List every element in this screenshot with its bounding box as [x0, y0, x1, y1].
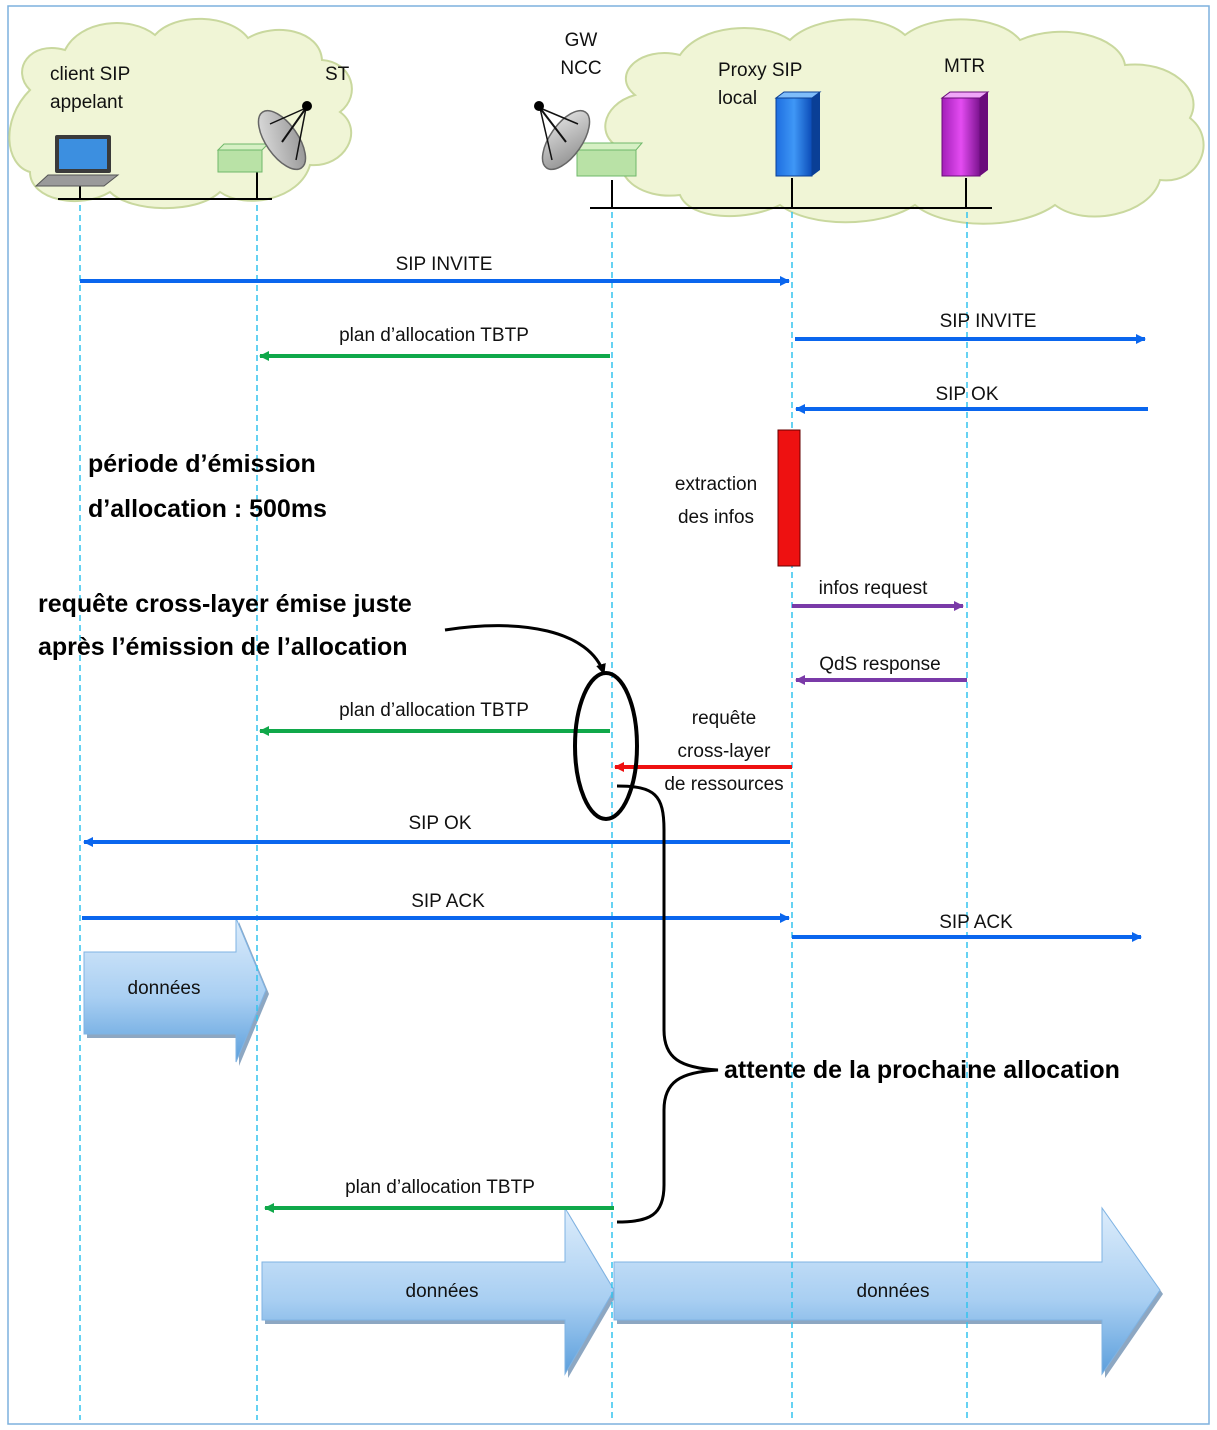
data-block-arrow: données [83, 917, 269, 1066]
data-block-label: données [128, 978, 201, 999]
message-sip-invite-forward: SIP INVITE [795, 311, 1146, 344]
data-block-arrow: données [613, 1206, 1163, 1378]
text-line: appelant [50, 92, 124, 113]
text-line: SIP OK [935, 384, 998, 405]
satellite-dish-icon [534, 101, 644, 177]
message-crosslayer-request: requête cross-layer de ressources [614, 708, 792, 795]
message-label: SIP ACK [939, 912, 1013, 933]
message-label: SIP OK [935, 384, 998, 405]
message-sip-ack: SIP ACK [82, 891, 790, 923]
message-sip-ok: SIP OK [83, 813, 790, 847]
text-line: de ressources [664, 774, 783, 795]
text-line: SIP ACK [939, 912, 1013, 933]
message-label: infos request [819, 578, 929, 599]
message-sip-invite: SIP INVITE [80, 254, 790, 286]
message-label: QdS response [819, 654, 940, 675]
message-label: SIP INVITE [396, 254, 493, 275]
message-label: SIP INVITE [940, 311, 1037, 332]
text-line: Proxy SIP [718, 60, 802, 81]
right-cloud [604, 18, 1205, 225]
text-line: cross-layer [678, 741, 772, 762]
text-line: plan d’allocation TBTP [339, 325, 529, 346]
frame-border [7, 5, 1210, 1425]
server-tower-icon [774, 91, 822, 177]
server-tower-icon [940, 91, 990, 177]
text-line: attente de la prochaine allocation [724, 1056, 1120, 1084]
extraction-activity-bar [777, 429, 801, 567]
text-line: données [128, 978, 201, 999]
lifelines [79, 205, 968, 1420]
satellite-dish-icon [216, 101, 312, 173]
annotation-arrow [444, 624, 606, 675]
text-line: SIP OK [408, 813, 471, 834]
text-line: MTR [944, 56, 985, 77]
text-line: données [857, 1281, 930, 1302]
text-line: extraction [675, 474, 757, 495]
text-line: SIP INVITE [396, 254, 493, 275]
message-tbtp: plan d’allocation TBTP [264, 1177, 614, 1213]
st-label: ST [325, 64, 350, 85]
text-line: GW [565, 30, 598, 51]
text-line: requête cross-layer émise juste [38, 590, 412, 618]
message-label: requête cross-layer de ressources [664, 708, 783, 795]
text-line: période d’émission [88, 450, 316, 478]
text-line: ST [325, 64, 350, 85]
proxy-label: Proxy SIP local [718, 60, 802, 109]
message-tbtp: plan d’allocation TBTP [259, 325, 610, 361]
waiting-brace [616, 784, 719, 1224]
gw-label: GW NCC [560, 30, 601, 79]
requete-annotation: requête cross-layer émise juste après l’é… [38, 590, 412, 661]
text-line: QdS response [819, 654, 940, 675]
text-line: infos request [819, 578, 929, 599]
extraction-label: extraction des infos [675, 474, 757, 528]
message-label: plan d’allocation TBTP [339, 325, 529, 346]
text-line: des infos [678, 507, 754, 528]
text-line: SIP ACK [411, 891, 485, 912]
text-line: plan d’allocation TBTP [339, 700, 529, 721]
text-line: requête [692, 708, 756, 729]
message-label: SIP ACK [411, 891, 485, 912]
message-label: plan d’allocation TBTP [339, 700, 529, 721]
data-block-label: données [857, 1281, 930, 1302]
text-line: d’allocation : 500ms [88, 495, 327, 523]
text-line: client SIP [50, 64, 130, 85]
mtr-label: MTR [944, 56, 985, 77]
text-line: NCC [560, 58, 601, 79]
message-tbtp: plan d’allocation TBTP [259, 700, 610, 736]
message-label: SIP OK [408, 813, 471, 834]
message-qds-response: QdS response [795, 654, 967, 685]
data-block-label: données [406, 1281, 479, 1302]
text-line: données [406, 1281, 479, 1302]
periode-label: période d’émission d’allocation : 500ms [88, 450, 327, 523]
message-infos-request: infos request [792, 578, 964, 611]
text-line: après l’émission de l’allocation [38, 633, 408, 661]
message-sip-ok-incoming: SIP OK [795, 384, 1148, 414]
text-line: plan d’allocation TBTP [345, 1177, 535, 1198]
text-line: SIP INVITE [940, 311, 1037, 332]
text-line: local [718, 88, 757, 109]
data-block-arrow: données [261, 1206, 617, 1378]
message-sip-ack-forward: SIP ACK [792, 912, 1142, 942]
highlight-ellipse [573, 671, 639, 821]
attente-label: attente de la prochaine allocation [724, 1056, 1120, 1084]
laptop-icon [34, 135, 120, 187]
message-label: plan d’allocation TBTP [345, 1177, 535, 1198]
client-label: client SIP appelant [50, 64, 130, 113]
